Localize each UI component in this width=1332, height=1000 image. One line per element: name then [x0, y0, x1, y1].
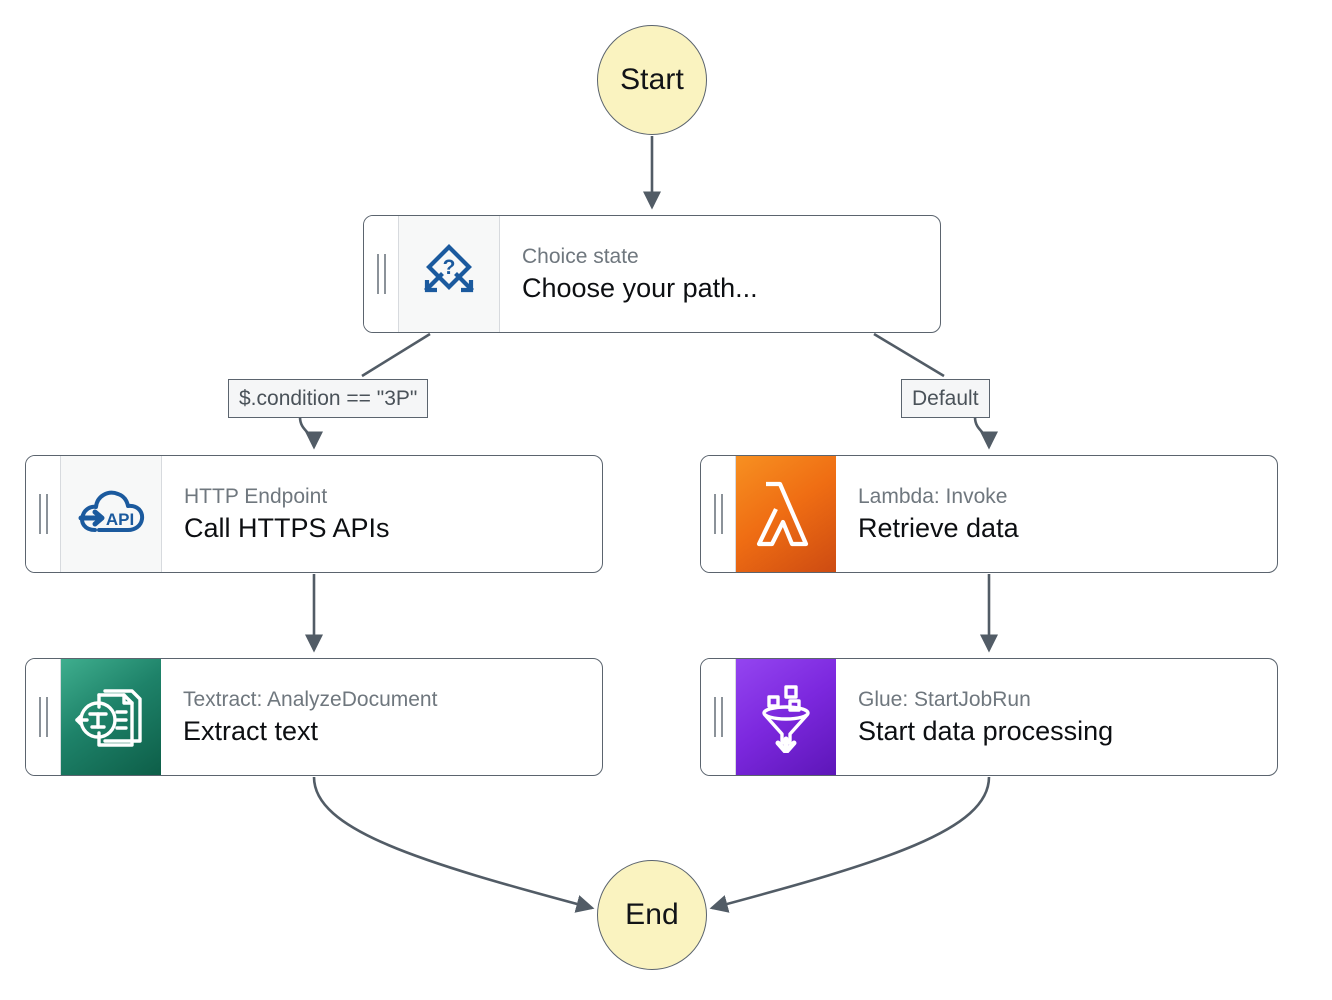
edge-textract-to-end: [312, 776, 595, 913]
textract-document-icon: [61, 659, 161, 775]
lambda-icon: [736, 456, 836, 572]
state-title: Extract text: [183, 715, 319, 746]
glue-funnel-icon: [736, 659, 836, 775]
state-subtitle: Textract: AnalyzeDocument: [183, 688, 438, 712]
state-subtitle: Glue: StartJobRun: [858, 688, 1031, 712]
end-node[interactable]: End: [597, 860, 707, 970]
state-title: Start data processing: [858, 715, 1114, 746]
state-node-textract[interactable]: Textract: AnalyzeDocument Extract text: [25, 658, 603, 776]
start-node[interactable]: Start: [597, 25, 707, 135]
edge-choice-to-condition-label: [361, 332, 431, 378]
edge-condition-to-http: [298, 416, 324, 450]
svg-text:?: ?: [443, 256, 456, 279]
state-title: Call HTTPS APIs: [184, 512, 390, 543]
drag-handle-icon[interactable]: [26, 659, 61, 775]
edge-default-to-lambda: [973, 416, 999, 450]
drag-handle-icon[interactable]: [26, 456, 61, 572]
cloud-api-icon: API: [61, 456, 162, 572]
edge-choice-to-default-label: [873, 332, 945, 378]
edge-label-default: Default: [901, 379, 990, 418]
state-subtitle: Lambda: Invoke: [858, 485, 1008, 509]
state-node-glue[interactable]: Glue: StartJobRun Start data processing: [700, 658, 1278, 776]
edge-label-condition: $.condition == "3P": [228, 379, 429, 418]
drag-handle-icon[interactable]: [364, 216, 399, 332]
card-text: HTTP Endpoint Call HTTPS APIs: [162, 456, 602, 572]
card-text: Glue: StartJobRun Start data processing: [836, 659, 1277, 775]
state-node-lambda[interactable]: Lambda: Invoke Retrieve data: [700, 455, 1278, 573]
state-subtitle: HTTP Endpoint: [184, 485, 328, 509]
card-text: Lambda: Invoke Retrieve data: [836, 456, 1277, 572]
state-node-http-endpoint[interactable]: API HTTP Endpoint Call HTTPS APIs: [25, 455, 603, 573]
choice-diamond-icon: ?: [399, 216, 500, 332]
svg-text:API: API: [106, 510, 134, 529]
start-label: Start: [620, 63, 684, 96]
state-title: Choose your path...: [522, 272, 758, 303]
state-node-choice[interactable]: ? Choice state Choose your path...: [363, 215, 941, 333]
drag-handle-icon[interactable]: [701, 659, 736, 775]
card-text: Choice state Choose your path...: [500, 216, 940, 332]
end-label: End: [625, 898, 679, 931]
state-subtitle: Choice state: [522, 245, 639, 269]
state-title: Retrieve data: [858, 512, 1019, 543]
drag-handle-icon[interactable]: [701, 456, 736, 572]
card-text: Textract: AnalyzeDocument Extract text: [161, 659, 602, 775]
edge-glue-to-end: [709, 776, 991, 913]
